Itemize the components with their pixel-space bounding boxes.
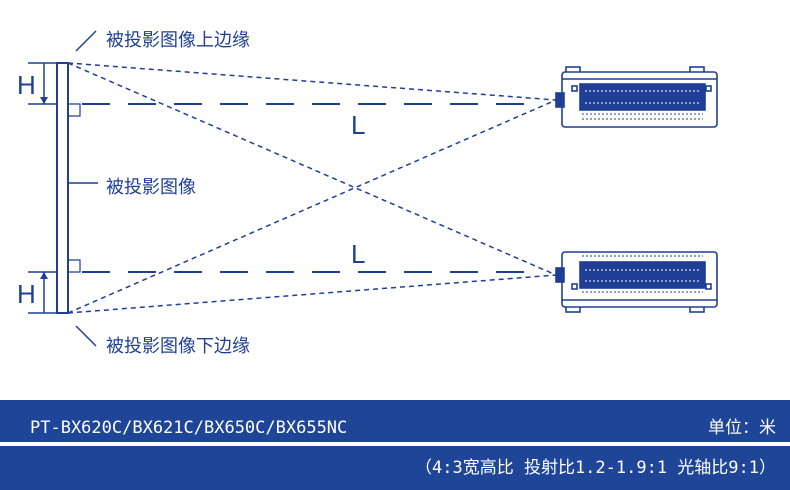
h-bottom-label: H xyxy=(17,279,36,309)
footer-bar: PT-BX620C/BX621C/BX650C/BX655NC 单位：米 （4:… xyxy=(0,400,790,490)
image-label: 被投影图像 xyxy=(106,177,196,198)
lower-edge-label: 被投影图像下边缘 xyxy=(106,336,250,357)
lower-edge-leader xyxy=(75,325,97,347)
projection-screen xyxy=(56,62,69,314)
beam-bottom-upper xyxy=(67,62,557,276)
upper-edge-leader xyxy=(75,30,97,52)
l-top-label: L xyxy=(351,110,366,140)
footer-divider xyxy=(0,442,790,446)
h-top-label: H xyxy=(17,70,36,100)
beam-bottom-lower xyxy=(67,274,557,314)
unit-label: 单位：米 xyxy=(708,418,776,438)
beam-top-lower xyxy=(67,99,557,314)
spec-label: （4:3宽高比 投射比1.2-1.9:1 光轴比9:1） xyxy=(415,458,776,478)
upper-edge-label: 被投影图像上边缘 xyxy=(106,30,250,51)
projector-top xyxy=(555,66,718,128)
beam-top-upper xyxy=(67,62,557,101)
projector-bottom xyxy=(555,251,718,313)
model-list: PT-BX620C/BX621C/BX650C/BX655NC xyxy=(30,418,348,438)
projection-diagram xyxy=(28,30,718,347)
l-bottom-label: L xyxy=(351,239,366,269)
